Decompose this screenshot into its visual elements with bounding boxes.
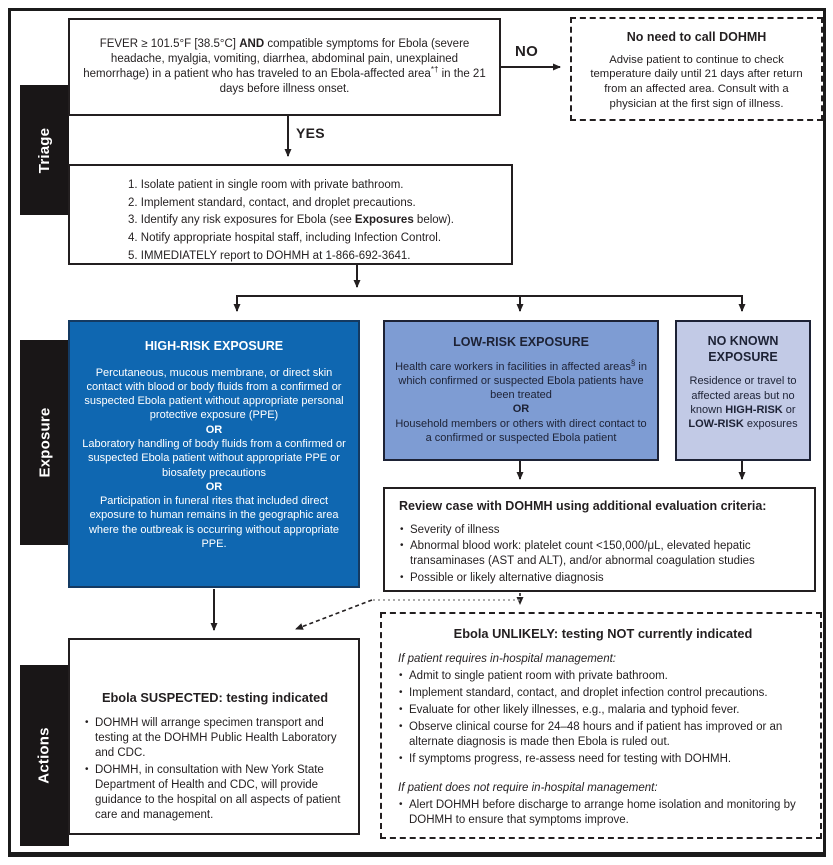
high-risk-criterion-2: Laboratory handling of body fluids from … [82, 437, 346, 479]
unlikely-bullet-1: Admit to single patient room with privat… [398, 669, 808, 684]
low-risk-or: OR [512, 403, 530, 416]
fever-criteria-text: FEVER ≥ 101.5°F [38.5°C] AND compatible … [82, 37, 487, 98]
low-risk-title: LOW-RISK EXPOSURE [453, 335, 589, 349]
review-with-dohmh-box: Review case with DOHMH using additional … [383, 487, 816, 592]
label-yes: YES [296, 125, 325, 141]
fever-text-pre: FEVER ≥ 101.5°F [38.5°C] [99, 37, 240, 50]
review-bullet-2: Abnormal blood work: platelet count <150… [399, 539, 802, 569]
ebola-unlikely-title: Ebola UNLIKELY: testing NOT currently in… [453, 626, 753, 641]
section-label-actions-text: Actions [36, 727, 53, 784]
no-need-to-call-box: No need to call DOHMH Advise patient to … [570, 17, 823, 121]
section-label-triage-text: Triage [35, 127, 53, 173]
fever-text-post: in the 21 days before illness onset. [219, 68, 486, 96]
no-known-title: NO KNOWN EXPOSURE [707, 334, 779, 364]
label-no: NO [515, 43, 539, 60]
no-known-body-or: or [782, 403, 796, 416]
triage-step-3-pre: 3. Identify any risk exposures for Ebola… [128, 214, 355, 227]
section-label-exposure-text: Exposure [36, 407, 53, 478]
triage-step-3-bold: Exposures [354, 214, 414, 227]
triage-step-2: 2. Implement standard, contact, and drop… [128, 196, 416, 209]
triage-step-4: 4. Notify appropriate hospital staff, in… [128, 232, 442, 245]
review-bullet-1: Severity of illness [399, 523, 802, 538]
no-need-to-call-title: No need to call DOHMH [626, 30, 767, 44]
low-risk-criterion-1-rest: in which confirmed or suspected Ebola pa… [398, 360, 647, 402]
unlikely-bullet-6: Alert DOHMH before discharge to arrange … [398, 798, 808, 828]
high-risk-exposure-box: HIGH-RISK EXPOSURE Percutaneous, mucous … [68, 320, 360, 588]
triage-steps-box: 1. Isolate patient in single room with p… [68, 164, 513, 265]
high-risk-title: HIGH-RISK EXPOSURE [144, 339, 284, 353]
section-label-triage: Triage [20, 85, 69, 215]
unlikely-intro-not-inhospital: If patient does not require in-hospital … [398, 781, 658, 794]
no-known-body-lowrisk: LOW-RISK [688, 418, 744, 431]
section-label-exposure: Exposure [20, 340, 69, 545]
low-risk-criterion-2: Household members or others with direct … [395, 417, 647, 444]
triage-step-3: 3. Identify any risk exposures for Ebola… [128, 213, 501, 228]
fever-text-mid: compatible symptoms for Ebola (severe he… [83, 37, 470, 80]
ebola-unlikely-box: Ebola UNLIKELY: testing NOT currently in… [380, 612, 822, 839]
fever-criteria-box: FEVER ≥ 101.5°F [38.5°C] AND compatible … [68, 18, 501, 116]
low-risk-exposure-box: LOW-RISK EXPOSURE Health care workers in… [383, 320, 659, 461]
no-known-body-2: exposures [743, 418, 798, 431]
ebola-suspected-bullet-1: DOHMH will arrange specimen transport an… [84, 716, 346, 761]
unlikely-bullet-5: If symptoms progress, re-assess need for… [398, 752, 808, 767]
figure-border [8, 8, 826, 857]
unlikely-bullet-3: Evaluate for other likely illnesses, e.g… [398, 703, 808, 718]
low-risk-criterion-1-text: Health care workers in facilities in aff… [395, 360, 631, 373]
ebola-suspected-title: Ebola SUSPECTED: testing indicated [101, 690, 329, 705]
fever-text-and: AND [239, 37, 265, 50]
high-risk-or-2: OR [205, 480, 223, 493]
high-risk-or-1: OR [205, 423, 223, 436]
fever-footnote-marks: *† [430, 65, 439, 75]
review-bullet-3: Possible or likely alternative diagnosis [399, 571, 802, 586]
low-risk-footnote-mark: § [630, 357, 636, 367]
ebola-suspected-box: Ebola SUSPECTED: testing indicated DOHMH… [68, 638, 360, 835]
unlikely-bullet-4: Observe clinical course for 24–48 hours … [398, 720, 808, 750]
ebola-suspected-bullet-2: DOHMH, in consultation with New York Sta… [84, 763, 346, 823]
review-title: Review case with DOHMH using additional … [399, 499, 767, 513]
no-known-body: Residence or travel to affected areas bu… [684, 374, 802, 431]
no-need-to-call-body: Advise patient to continue to check temp… [590, 53, 803, 110]
low-risk-criterion-1: Health care workers in facilities in aff… [393, 357, 649, 403]
high-risk-criterion-3: Participation in funeral rites that incl… [88, 495, 340, 551]
no-known-body-highrisk: HIGH-RISK [725, 403, 783, 416]
section-label-actions: Actions [20, 665, 69, 846]
triage-step-5: 5. IMMEDIATELY report to DOHMH at 1-866-… [128, 249, 411, 262]
triage-step-3-post: below). [413, 214, 455, 227]
no-known-body-1: Residence or travel to affected areas bu… [689, 375, 797, 416]
no-known-exposure-box: NO KNOWN EXPOSURE Residence or travel to… [675, 320, 811, 461]
high-risk-criterion-1: Percutaneous, mucous membrane, or direct… [84, 366, 344, 422]
triage-step-1: 1. Isolate patient in single room with p… [128, 179, 404, 191]
unlikely-bullet-2: Implement standard, contact, and droplet… [398, 686, 808, 701]
unlikely-intro-inhospital: If patient requires in-hospital manageme… [398, 652, 616, 665]
